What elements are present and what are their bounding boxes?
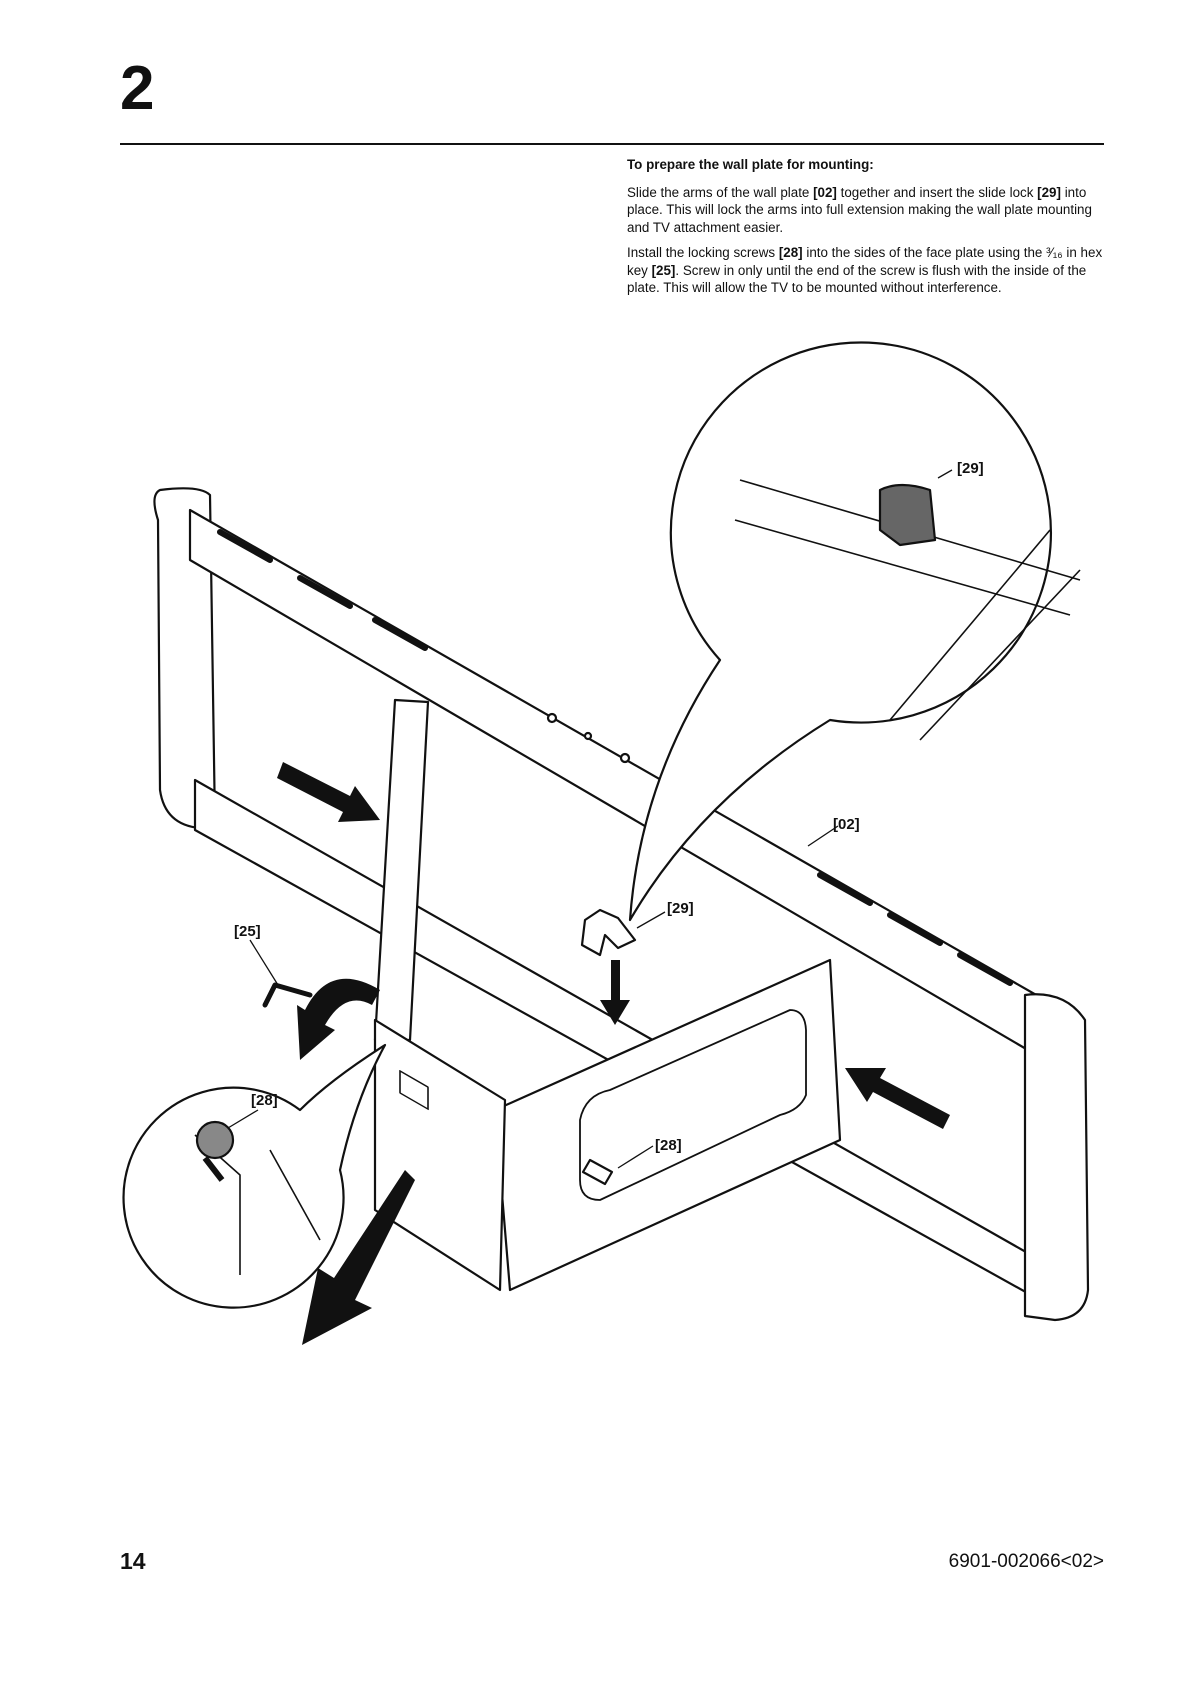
instructions: To prepare the wall plate for mounting: …: [627, 156, 1107, 305]
insert-arrow-down: [600, 960, 630, 1025]
page-number: 14: [120, 1548, 146, 1574]
face-plate: [373, 1018, 507, 1292]
p2-text-2: into the sides of the face plate using t…: [627, 245, 1103, 278]
instruction-paragraph-1: Slide the arms of the wall plate [02] to…: [627, 184, 1107, 237]
p2-text-1: Install the locking screws: [627, 245, 779, 260]
header-rule: [120, 143, 1104, 145]
p1-text-2: together and insert the slide lock: [836, 184, 1038, 200]
upright-arm: [373, 698, 430, 1042]
step-number: 2: [120, 54, 155, 123]
locking-screw: [581, 1158, 614, 1186]
callout-screw-detail: [28]: [251, 1092, 278, 1109]
p2-text-3: . Screw in only until the end of the scr…: [627, 262, 1087, 296]
p1-part-ref-29: [29]: [1037, 184, 1061, 200]
p1-text-1: Slide the arms of the wall plate: [627, 184, 814, 200]
rotate-arrow: [297, 978, 380, 1060]
p1-text-3: into place. This will lock the arms into…: [627, 184, 1092, 235]
callout-hex-key: [25]: [234, 923, 261, 940]
hex-key: [262, 982, 313, 1008]
slide-lock-part: [580, 908, 637, 957]
p1-part-ref-02: [02]: [813, 184, 837, 200]
p2-part-ref-25: [25]: [651, 262, 676, 278]
p2-part-ref-28: [28]: [778, 245, 803, 260]
callout-wall-plate: [02]: [833, 816, 860, 833]
slide-arrow-right: [845, 1068, 950, 1129]
callout-screw: [28]: [655, 1137, 682, 1154]
instructions-heading: To prepare the wall plate for mounting:: [627, 157, 874, 172]
instruction-paragraph-2: Install the locking screws [28] into the…: [627, 244, 1107, 297]
callout-slide-lock: [29]: [667, 900, 694, 917]
document-code: 6901-002066<02>: [948, 1551, 1104, 1572]
callout-slide-lock-detail: [29]: [957, 460, 984, 477]
pull-arrow: [302, 1170, 415, 1345]
slide-lock-detail-view: [628, 341, 1081, 922]
assembly-illustration: [29] [02] [29] [25] [28] [28]: [122, 341, 1090, 1345]
screw-detail-view: [122, 1043, 387, 1309]
slide-arrow-left: [277, 762, 380, 822]
